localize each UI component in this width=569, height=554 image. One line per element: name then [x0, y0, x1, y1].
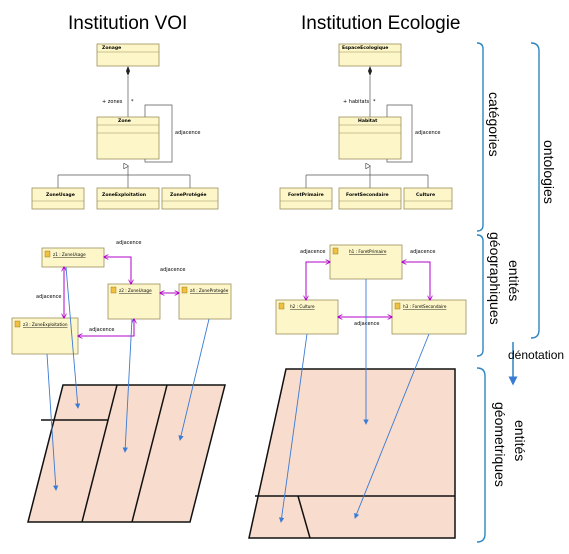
object-icon: [110, 286, 117, 294]
class-name: ForetSecondaire: [346, 192, 389, 198]
object-h2: h2 : Culture: [275, 299, 339, 335]
class-foretprimaire: ForetPrimaire: [279, 187, 333, 210]
object-name: h1 : ForetPrimaire: [349, 249, 387, 254]
multiplicity-label: *: [373, 99, 376, 105]
label-ontologies: ontologies: [541, 140, 557, 204]
bracket-ontologies: [530, 42, 540, 339]
class-espaceecologique: EspaceEcologique: [338, 43, 402, 67]
link-h1-h2: [306, 262, 330, 300]
left-class-model: Zonage + zones * Zone adjacence ZoneUsag…: [31, 43, 219, 210]
left-parcel-outline: [27, 384, 226, 523]
object-icon: [181, 286, 188, 294]
class-name: ZoneUsage: [46, 192, 75, 198]
composition-diamond-icon: [368, 66, 372, 76]
side-annotations: catégories ontologies entités géographiq…: [476, 42, 564, 543]
self-association: [144, 104, 173, 163]
object-h1: h1 : ForetPrimaire: [329, 244, 403, 280]
class-zonage: Zonage: [96, 43, 160, 67]
object-icon: [44, 250, 51, 258]
label-denotation: dénotation: [508, 348, 564, 362]
class-name: EspaceEcologique: [342, 45, 388, 51]
object-name: h3 : ForetSecondaire: [403, 304, 447, 309]
link-label: adjacence: [300, 249, 326, 255]
class-name: Zonage: [102, 45, 121, 51]
bracket-categories: [476, 42, 484, 232]
link-z1-z2: [104, 257, 131, 284]
link-label: adjacence: [160, 267, 186, 273]
denotation-arrow: [65, 266, 81, 409]
left-geometry: [27, 384, 226, 523]
object-name: z4 : ZoneProtegée: [190, 288, 229, 293]
parcel-divider: [297, 495, 311, 539]
link-z3-z2: [78, 319, 134, 336]
link-label: adjacence: [89, 327, 115, 333]
label-categories: catégories: [486, 92, 502, 157]
denotation-arrow: [46, 353, 59, 491]
class-foretsecondaire: ForetSecondaire: [338, 187, 402, 210]
link-label: adjacence: [410, 249, 436, 255]
class-culture: Culture: [403, 187, 453, 210]
class-name: ZoneProtégée: [170, 191, 207, 198]
object-icon: [278, 302, 285, 310]
object-z3: z3 : ZoneExploitation: [11, 317, 79, 355]
denotation-arrow: [354, 333, 430, 519]
object-name: z1 : ZoneUsage: [53, 252, 86, 257]
label-entites-geometriques-1: entités: [512, 420, 528, 461]
label-entites-geometriques-2: géometriques: [492, 402, 508, 487]
self-assoc-label: adjacence: [415, 130, 441, 136]
bracket-entites-geo: [476, 234, 484, 357]
role-label: + zones: [102, 99, 123, 105]
denotation-arrow: [122, 318, 133, 453]
object-name: z3 : ZoneExploitation: [23, 322, 68, 327]
link-label: adjacence: [116, 240, 142, 246]
object-z2: z2 : ZoneUsage: [107, 283, 161, 320]
title-left: Institution VOI: [68, 13, 187, 34]
multiplicity-label: *: [131, 99, 134, 105]
object-name: z2 : ZoneUsage: [119, 288, 152, 293]
title-right: Institution Ecologie: [301, 13, 461, 34]
denotation-arrow: [178, 318, 210, 441]
object-z4: z4 : ZoneProtegée: [178, 283, 232, 320]
class-habitat: Habitat: [338, 116, 402, 160]
link-h1-h3: [402, 262, 430, 300]
self-assoc-label: adjacence: [175, 130, 201, 136]
self-association: [386, 104, 413, 163]
class-zoneexploitation: ZoneExploitation: [96, 187, 160, 210]
denotation-arrows: [46, 266, 430, 523]
class-zone: Zone: [96, 116, 160, 160]
right-class-model: EspaceEcologique + habitats * Habitat ad…: [279, 43, 453, 210]
denotation-arrow: [278, 333, 308, 523]
object-z1: z1 : ZoneUsage: [41, 247, 105, 268]
class-name: Zone: [118, 118, 131, 124]
left-instance-model: z1 : ZoneUsage z2 : ZoneUsage z3 : ZoneE…: [11, 240, 232, 355]
class-zoneusage: ZoneUsage: [31, 187, 85, 210]
object-icon: [14, 320, 21, 328]
label-entites-geographiques-2: géographiques: [487, 232, 503, 325]
link-label: adjacence: [354, 321, 380, 327]
composition-diamond-icon: [126, 66, 130, 76]
link-label: adjacence: [36, 294, 62, 300]
right-geometry: [248, 368, 456, 539]
role-label: + habitats: [343, 99, 370, 105]
right-instance-model: h1 : ForetPrimaire h2 : Culture h3 : For…: [275, 244, 467, 335]
object-icon: [394, 302, 401, 310]
bracket-entites-geom: [476, 367, 486, 543]
parcel-divider: [131, 384, 168, 523]
class-zoneprotegee: ZoneProtégée: [161, 187, 219, 210]
class-name: ForetPrimaire: [288, 192, 324, 198]
object-h3: h3 : ForetSecondaire: [391, 299, 467, 335]
class-name: ZoneExploitation: [102, 192, 146, 198]
object-icon: [332, 247, 339, 255]
right-parcel-outline: [248, 368, 456, 539]
object-name: h2 : Culture: [290, 304, 315, 309]
class-name: Culture: [416, 192, 435, 198]
class-name: Habitat: [358, 118, 378, 124]
parcel-divider: [81, 384, 118, 523]
label-entites-geographiques-1: entités: [506, 260, 522, 301]
